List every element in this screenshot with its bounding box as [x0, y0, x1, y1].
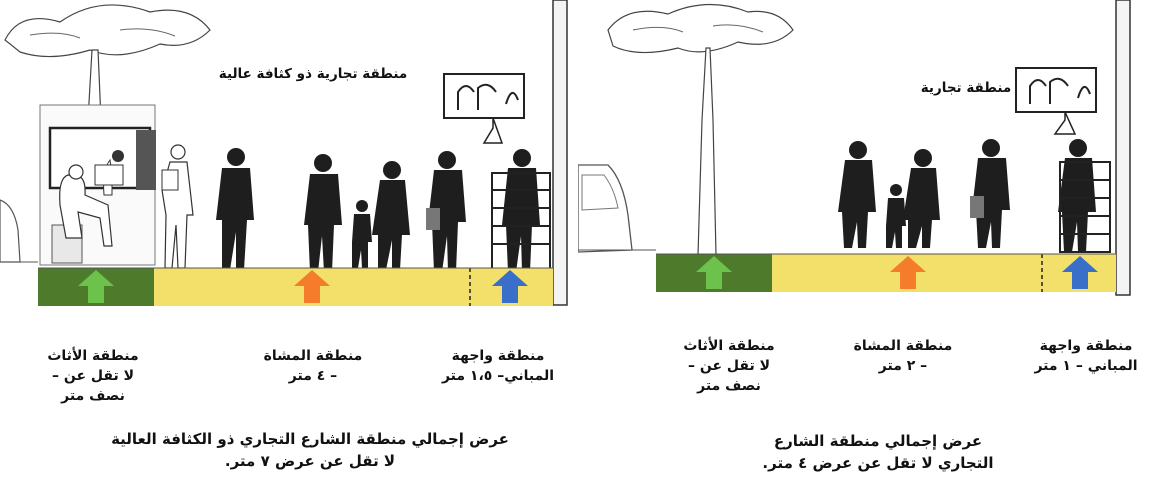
furniture-zone-title: منطقة الأثاث [683, 338, 775, 354]
pedestrian-figure-icon [838, 141, 940, 248]
up-arrow-icon [294, 270, 330, 303]
up-arrow-icon [696, 256, 732, 289]
commercial-panel: منطقة تجارية منطقة الأثاث لا تقل عن – نص… [578, 0, 1156, 487]
frontage-zone-width: المباني – ١ متر [1034, 358, 1138, 374]
frontage-zone-label: منطقة واجهة المباني – ١ متر [1018, 336, 1154, 376]
tree-icon [607, 3, 794, 256]
total-width-line1: عرض إجمالي منطقة الشارع [773, 432, 983, 450]
frontage-zone-label: منطقة واجهة المباني– ١،٥ متر [420, 346, 576, 386]
furniture-zone-min-line1: لا تقل عن – [687, 358, 771, 374]
high-density-commercial-panel: منطقة تجارية ذو كثافة عالية منطقة الأثاث… [0, 0, 576, 472]
total-width-line2: لا تقل عن عرض ٧ متر. [224, 452, 396, 470]
up-arrow-icon [492, 270, 528, 303]
car-icon [0, 199, 21, 263]
building-wall [552, 0, 568, 306]
frontage-zone-width: المباني– ١،٥ متر [441, 368, 555, 384]
pedestrian-figure-icon [161, 144, 194, 269]
hanging-sign-icon [443, 73, 525, 144]
pedestrian-zone-width: – ٤ متر [288, 368, 338, 384]
right-street-section-drawing [578, 0, 1131, 296]
up-arrow-icon [1062, 256, 1098, 289]
pedestrian-figure-icon [970, 139, 1096, 252]
hanging-sign-icon [1015, 67, 1097, 135]
pedestrian-zone-label: منطقة المشاة – ٤ متر [238, 346, 388, 386]
pedestrian-figure-icon [216, 148, 254, 270]
area-headline: منطقة تجارية ذو كثافة عالية [218, 66, 408, 82]
total-width-line2: التجاري لا تقل عن عرض ٤ متر. [762, 454, 994, 472]
pedestrian-group [216, 148, 540, 272]
frontage-zone-title: منطقة واجهة [451, 348, 545, 364]
furniture-zone-min-line2: نصف متر [697, 378, 761, 394]
pedestrian-zone-title: منطقة المشاة [853, 338, 953, 354]
total-width-caption: عرض إجمالي منطقة الشارع التجاري ذو الكثا… [70, 428, 550, 472]
pedestrian-zone-title: منطقة المشاة [263, 348, 363, 364]
car-icon [578, 164, 633, 253]
total-width-caption: عرض إجمالي منطقة الشارع التجاري لا تقل ع… [728, 430, 1028, 474]
pedestrian-zone-label: منطقة المشاة – ٢ متر [828, 336, 978, 376]
furniture-zone-title: منطقة الأثاث [47, 348, 139, 364]
shelf-display-icon [1059, 161, 1111, 253]
left-street-section-drawing [0, 0, 568, 306]
pedestrian-zone-width: – ٢ متر [878, 358, 928, 374]
up-arrow-icon [78, 270, 114, 303]
area-headline: منطقة تجارية [920, 80, 1012, 96]
up-arrow-icon [890, 256, 926, 289]
pedestrian-figure-icon [304, 154, 410, 272]
kiosk-icon [39, 104, 156, 266]
frontage-zone-title: منطقة واجهة [1039, 338, 1133, 354]
pedestrian-figure-icon [426, 149, 540, 272]
furniture-zone-label: منطقة الأثاث لا تقل عن – نصف متر [664, 336, 794, 396]
total-width-line1: عرض إجمالي منطقة الشارع التجاري ذو الكثا… [111, 430, 509, 448]
pedestrian-group [838, 139, 1096, 252]
furniture-zone-label: منطقة الأثاث لا تقل عن – نصف متر [28, 346, 158, 406]
furniture-zone-min-line1: لا تقل عن – [51, 368, 135, 384]
building-wall [1115, 0, 1131, 296]
furniture-zone-min-line2: نصف متر [61, 388, 125, 404]
